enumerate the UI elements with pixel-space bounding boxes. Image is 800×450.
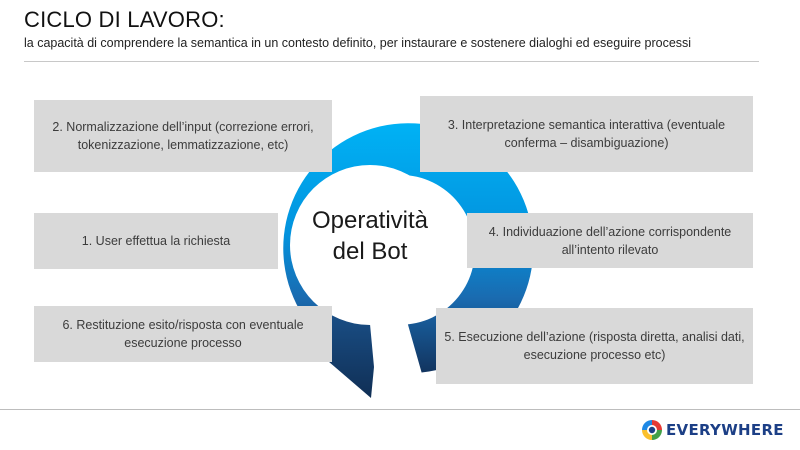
step-6-label: 6. Restituzione esito/risposta con event… [62, 318, 304, 350]
center-circle [290, 165, 450, 325]
step-2-box: 2. Normalizzazione dell’input (correzion… [34, 100, 332, 172]
step-5-box: 5. Esecuzione dell’azione (risposta dire… [436, 308, 753, 384]
center-label: Operatività del Bot [270, 205, 470, 267]
step-4-box: 4. Individuazione dell’azione corrispond… [467, 213, 753, 268]
everywhere-logo: EVERYWHERE [641, 419, 784, 441]
everywhere-logo-icon [642, 420, 662, 440]
center-label-line1: Operatività [311, 207, 429, 234]
step-1-label: 1. User effettua la richiesta [81, 234, 231, 248]
center-label-line2: del Bot [332, 238, 408, 265]
page-subtitle: la capacità di comprendere la semantica … [24, 36, 692, 50]
step-1-box: 1. User effettua la richiesta [34, 213, 278, 269]
step-5-label: 5. Esecuzione dell’azione (risposta dire… [444, 330, 745, 362]
everywhere-logo-text: EVERYWHERE [666, 421, 784, 439]
step-3-box: 3. Interpretazione semantica interattiva… [420, 96, 753, 172]
step-3-label: 3. Interpretazione semantica interattiva… [447, 118, 726, 150]
footer-divider [0, 409, 800, 410]
step-2-label: 2. Normalizzazione dell’input (correzion… [52, 120, 314, 152]
step-4-label: 4. Individuazione dell’azione corrispond… [488, 224, 732, 257]
page-title: CICLO DI LAVORO: [24, 7, 225, 32]
header-divider [24, 61, 759, 62]
step-6-box: 6. Restituzione esito/risposta con event… [34, 306, 332, 362]
